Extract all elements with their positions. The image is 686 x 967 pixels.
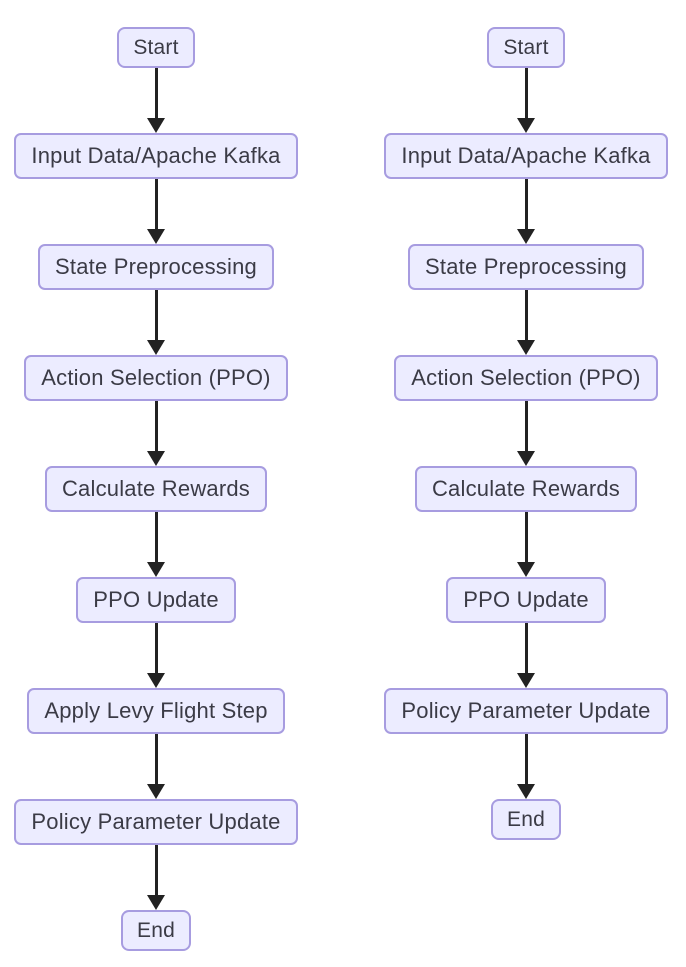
down-arrow	[147, 68, 165, 133]
arrow-line	[524, 512, 528, 562]
arrow-line	[524, 734, 528, 784]
flow-node-end: End	[121, 910, 191, 951]
down-arrow	[517, 401, 535, 466]
arrow-line	[154, 512, 158, 562]
arrow-head-icon	[517, 340, 535, 355]
down-arrow	[147, 734, 165, 799]
arrow-line	[154, 290, 158, 340]
down-arrow	[147, 290, 165, 355]
flow-node-start: Start	[117, 27, 195, 68]
flow-node-ppo-update: PPO Update	[76, 577, 236, 623]
flow-node-calculate-rewards: Calculate Rewards	[414, 466, 638, 512]
flow-node-action-selection: Action Selection (PPO)	[24, 355, 288, 401]
flow-node-input-data: Input Data/Apache Kafka	[14, 133, 298, 179]
arrow-line	[154, 845, 158, 895]
flow-node-calculate-rewards: Calculate Rewards	[44, 466, 268, 512]
arrow-line	[154, 623, 158, 673]
flow-node-state-preprocessing: State Preprocessing	[408, 244, 644, 290]
flowchart-right: Start Input Data/Apache Kafka State Prep…	[366, 27, 686, 840]
arrow-line	[154, 734, 158, 784]
arrow-head-icon	[147, 451, 165, 466]
arrow-head-icon	[147, 562, 165, 577]
arrow-head-icon	[517, 229, 535, 244]
flow-node-apply-levy-flight-step: Apply Levy Flight Step	[27, 688, 285, 734]
arrow-head-icon	[147, 229, 165, 244]
arrow-line	[524, 290, 528, 340]
flowchart-left: Start Input Data/Apache Kafka State Prep…	[0, 27, 312, 951]
down-arrow	[517, 623, 535, 688]
arrow-head-icon	[517, 562, 535, 577]
down-arrow	[517, 179, 535, 244]
arrow-line	[524, 68, 528, 118]
flow-node-end: End	[491, 799, 561, 840]
arrow-line	[154, 401, 158, 451]
down-arrow	[517, 512, 535, 577]
down-arrow	[147, 623, 165, 688]
arrow-head-icon	[517, 451, 535, 466]
arrow-head-icon	[147, 673, 165, 688]
flow-node-start: Start	[487, 27, 565, 68]
arrow-line	[524, 179, 528, 229]
arrow-line	[524, 401, 528, 451]
flow-node-action-selection: Action Selection (PPO)	[394, 355, 658, 401]
arrow-head-icon	[517, 118, 535, 133]
down-arrow	[147, 845, 165, 910]
flow-node-input-data: Input Data/Apache Kafka	[384, 133, 668, 179]
arrow-head-icon	[517, 784, 535, 799]
down-arrow	[517, 290, 535, 355]
flow-node-state-preprocessing: State Preprocessing	[38, 244, 274, 290]
down-arrow	[147, 401, 165, 466]
flow-node-policy-parameter-update: Policy Parameter Update	[384, 688, 668, 734]
arrow-line	[154, 179, 158, 229]
arrow-head-icon	[147, 784, 165, 799]
flow-node-ppo-update: PPO Update	[446, 577, 606, 623]
arrow-head-icon	[517, 673, 535, 688]
down-arrow	[517, 734, 535, 799]
arrow-head-icon	[147, 895, 165, 910]
arrow-line	[524, 623, 528, 673]
down-arrow	[517, 68, 535, 133]
flow-node-policy-parameter-update: Policy Parameter Update	[14, 799, 298, 845]
down-arrow	[147, 179, 165, 244]
arrow-line	[154, 68, 158, 118]
arrow-head-icon	[147, 118, 165, 133]
arrow-head-icon	[147, 340, 165, 355]
down-arrow	[147, 512, 165, 577]
